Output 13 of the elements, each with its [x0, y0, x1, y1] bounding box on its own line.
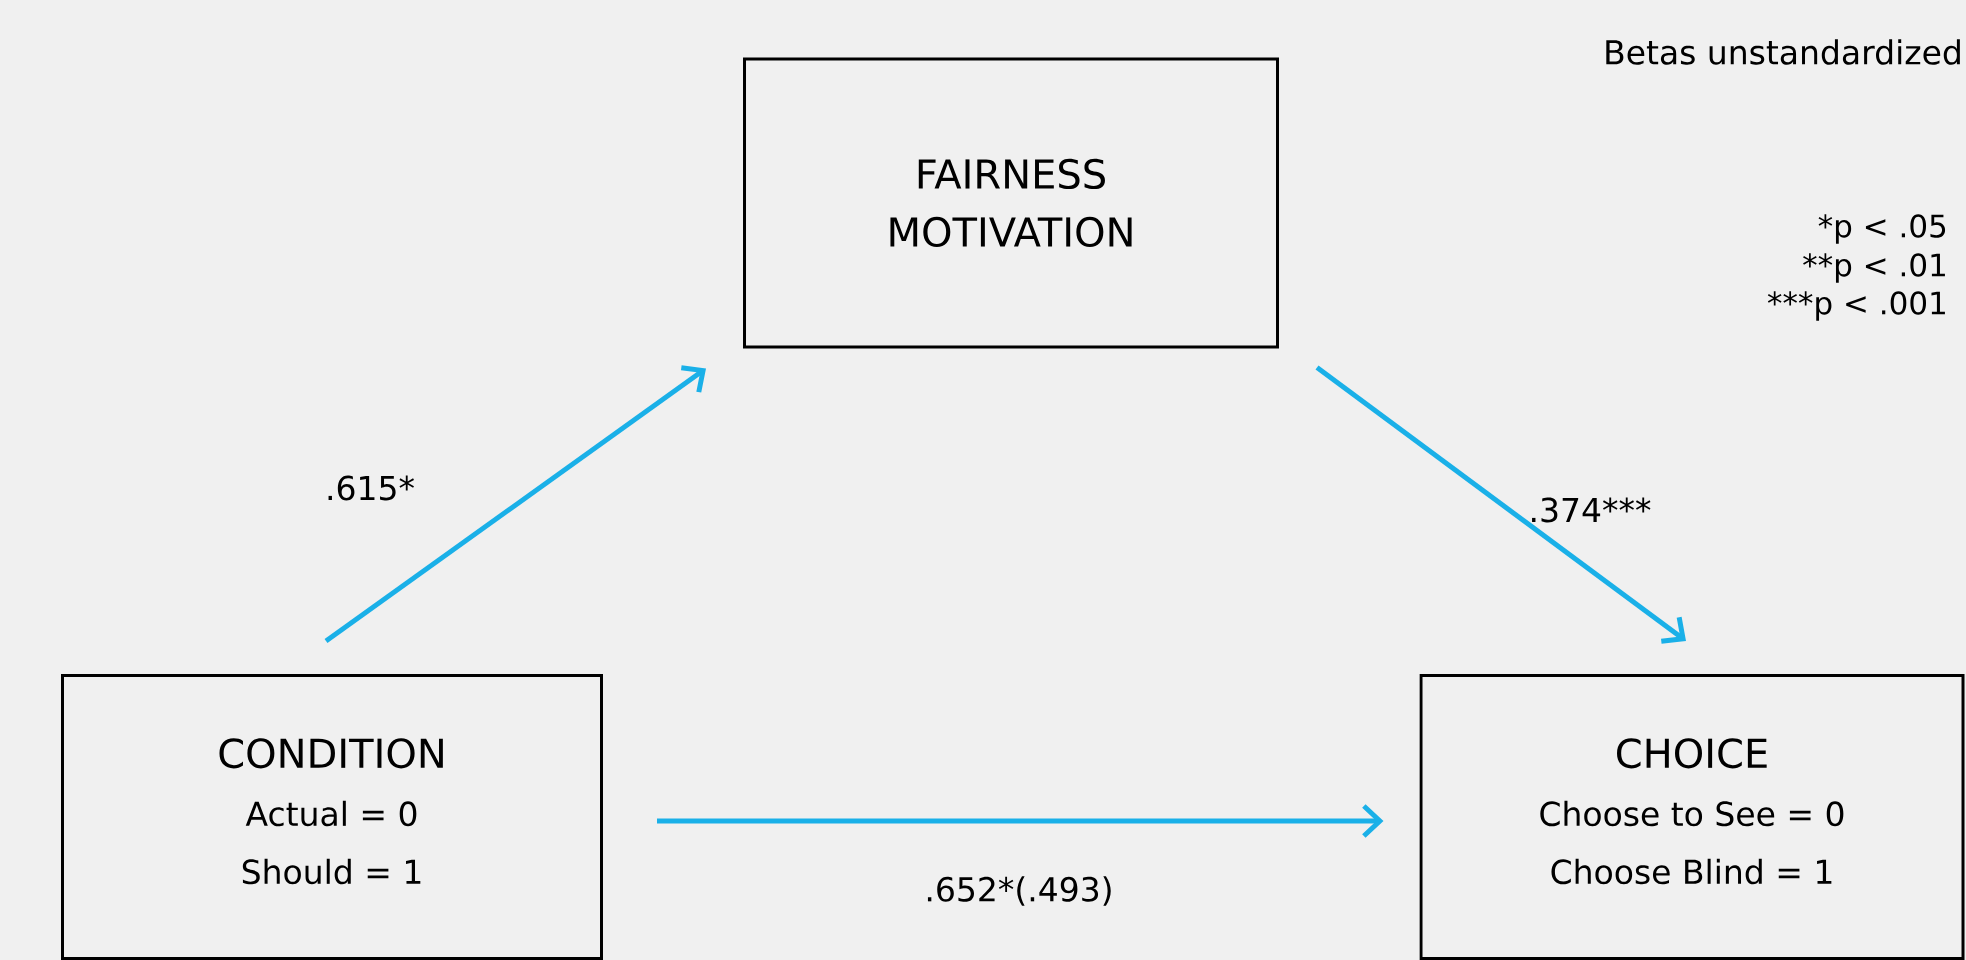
note-text: Betas unstandardized	[1606, 39, 1960, 65]
note-text: **p < .01	[1803, 253, 1945, 283]
arrow	[1315, 365, 1686, 644]
box: CHOICE Choose to See = 0 Choose Blind = 1	[1419, 674, 1965, 960]
edge-label: .374***	[1532, 497, 1651, 523]
box: FAIRNESS MOTIVATION	[743, 57, 1279, 349]
note-text: *p < .05	[1818, 214, 1946, 244]
edge-label: .652*(.493)	[927, 876, 1111, 906]
arrow	[324, 365, 706, 643]
arrow	[657, 804, 1384, 838]
note-text: ***p < .001	[1767, 291, 1945, 321]
box: CONDITION Actual = 0 Should = 1	[61, 674, 603, 960]
edge-label: .615*	[328, 475, 414, 501]
